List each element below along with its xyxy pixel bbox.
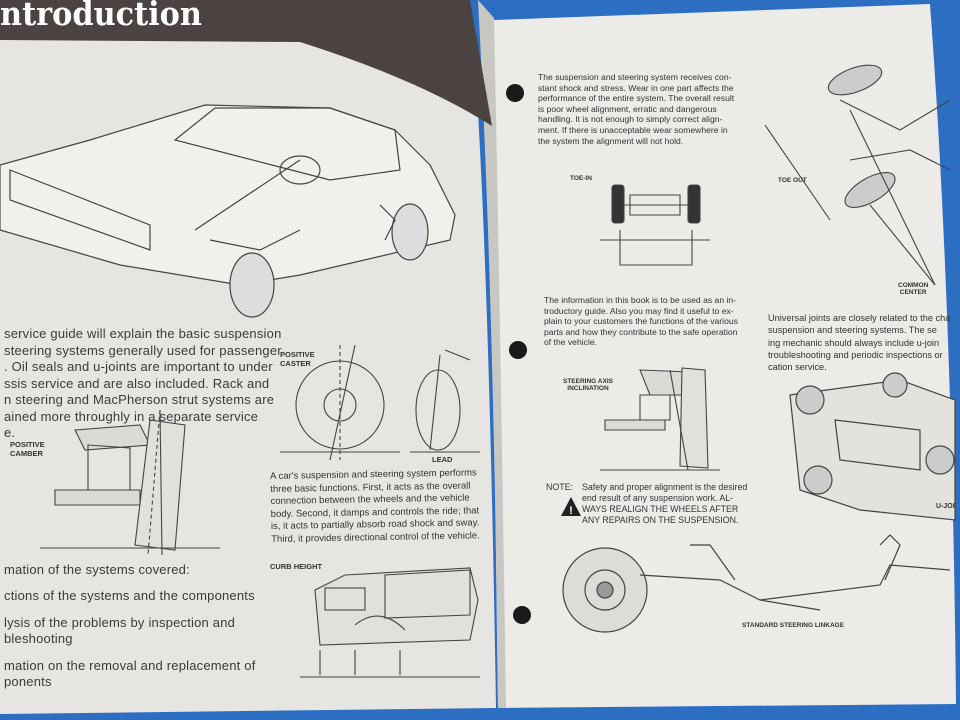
common-center-line: CENTER: [899, 289, 927, 296]
info-line: troductory guide. Also you may find it u…: [544, 305, 734, 316]
stress-line: The suspension and steering system recei…: [538, 72, 732, 82]
note-label: NOTE:: [546, 482, 573, 492]
bicycle-lead-diagram: [410, 349, 480, 453]
caster-label-line: CASTER: [280, 359, 311, 368]
list-item: mation on the removal and replacement of: [4, 657, 256, 673]
systems-list: ctions of the systems and the components…: [4, 588, 264, 691]
positive-camber-label: POSITIVE CAMBER: [10, 440, 45, 458]
camber-label-line: POSITIVE: [10, 440, 45, 449]
info-line: parts and how they contribute to the saf…: [544, 326, 738, 337]
stress-line: handling. It is not enough to simply cor…: [538, 114, 723, 125]
functions-paragraph: A car's suspension and steering system p…: [270, 467, 486, 546]
info-paragraph: The information in this book is to be us…: [544, 295, 784, 348]
note-text: Safety and proper alignment is the desir…: [582, 482, 772, 526]
positive-caster-diagram: [280, 344, 400, 461]
warning-icon: [561, 497, 581, 516]
curb-height-diagram: [300, 567, 480, 678]
warning-exclamation: !: [569, 505, 573, 517]
right-page: [493, 4, 956, 708]
list-item: ponents: [4, 674, 52, 689]
toe-in-diagram: [600, 184, 710, 266]
intro-line: service guide will explain the basic sus…: [4, 326, 282, 341]
stress-line: stant shock and stress. Wear in one part…: [538, 82, 734, 93]
info-line: plain to your customers the functions of…: [544, 316, 738, 327]
intro-line: n steering and MacPherson strut systems …: [4, 392, 275, 407]
binder-hole-bottom: [513, 606, 531, 624]
toe-out-diagram: [764, 64, 951, 286]
gutter-shadow: [478, 0, 506, 708]
stress-line: performance of the entire system. The ov…: [538, 93, 735, 104]
intro-line: ained more throughly in a separate servi…: [4, 408, 259, 424]
list-item: lysis of the problems by inspection and: [4, 614, 236, 630]
caster-label-line: POSITIVE: [280, 350, 315, 359]
car-cutaway-illustration: [0, 104, 456, 318]
steering-axis-line: STEERING AXIS: [563, 378, 613, 385]
note-line: Safety and proper alignment is the desir…: [582, 482, 748, 492]
ujoint-paragraph: Universal joints are closely related to …: [768, 312, 958, 373]
intro-line: e.: [4, 425, 16, 440]
steering-linkage-illustration: [562, 534, 951, 633]
steering-axis-diagram: [600, 367, 720, 471]
binder-hole-top: [506, 84, 524, 102]
binder-hole-middle: [509, 341, 527, 359]
note-line: WAYS REALIGN THE WHEELS AFTER: [582, 504, 739, 514]
info-line: of the vehicle.: [544, 337, 598, 348]
steering-linkage-label: STANDARD STEERING LINKAGE: [742, 622, 845, 629]
list-item: ctions of the systems and the components: [4, 588, 255, 603]
steering-axis-line: INCLINATION: [567, 385, 609, 392]
camber-label-line: CAMBER: [10, 449, 43, 458]
lead-label: LEAD: [432, 455, 453, 464]
stress-line: the system the alignment will not hold.: [538, 135, 684, 146]
ujoint-line: ing mechanic should always include u-joi…: [768, 337, 940, 348]
u-joint-illustration: [789, 372, 956, 521]
intro-line: ssis service and are also included. Rack…: [4, 375, 270, 391]
common-center-line: COMMON: [898, 282, 929, 289]
common-center-label: COMMON CENTER: [898, 282, 928, 296]
intro-paragraph: service guide will explain the basic sus…: [4, 326, 304, 442]
page-title: ntroduction: [0, 0, 203, 33]
positive-caster-label: POSITIVE CASTER: [280, 350, 315, 368]
note-line: end result of any suspension work. AL-: [582, 493, 734, 503]
steering-axis-label: STEERING AXIS INCLINATION: [563, 378, 613, 392]
stress-paragraph: The suspension and steering system recei…: [538, 72, 773, 146]
ujoint-line: troubleshooting and periodic inspections…: [768, 349, 943, 360]
positive-camber-diagram: [40, 409, 220, 556]
toe-in-label: TOE-IN: [570, 175, 592, 182]
intro-line: . Oil seals and u-joints are important t…: [4, 359, 273, 374]
note-line: ANY REPAIRS ON THE SUSPENSION.: [582, 515, 739, 525]
stress-line: is poor wheel alignment, erratic and dan…: [538, 103, 717, 114]
toe-out-label: TOE OUT: [778, 177, 807, 184]
systems-intro: mation of the systems covered:: [4, 562, 190, 577]
ujoint-line: Universal joints are closely related to …: [768, 313, 951, 323]
ujoint-line: cation service.: [768, 362, 827, 373]
ujoint-line: suspension and steering systems. The se: [768, 325, 937, 336]
curb-height-label: CURB HEIGHT: [270, 562, 323, 571]
info-line: The information in this book is to be us…: [544, 295, 737, 305]
stress-line: ment. If there is unacceptable wear some…: [538, 124, 728, 135]
list-item: bleshooting: [4, 631, 73, 646]
title-bar: [0, 0, 492, 126]
intro-line: steering systems generally used for pass…: [4, 342, 282, 358]
u-joint-label: U-JOI: [936, 503, 955, 510]
